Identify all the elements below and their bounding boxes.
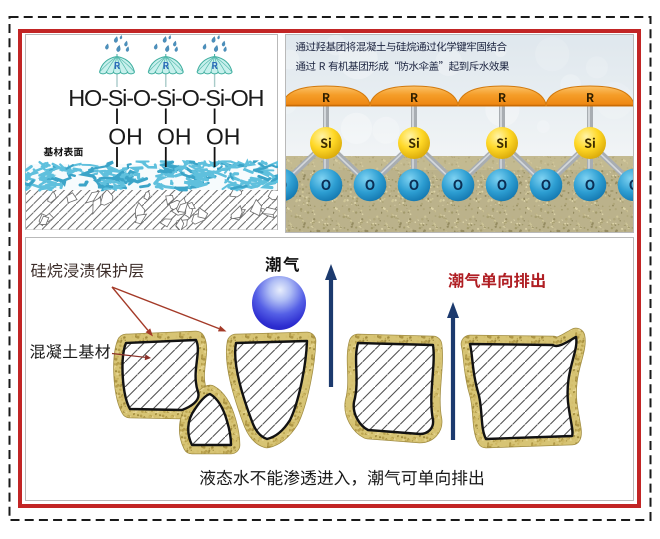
- svg-text:OH: OH: [108, 124, 143, 150]
- svg-text:OH: OH: [157, 124, 192, 150]
- svg-text:HO-Si-O-Si-O-Si-OH: HO-Si-O-Si-O-Si-OH: [68, 85, 263, 111]
- svg-text:OH: OH: [206, 124, 241, 150]
